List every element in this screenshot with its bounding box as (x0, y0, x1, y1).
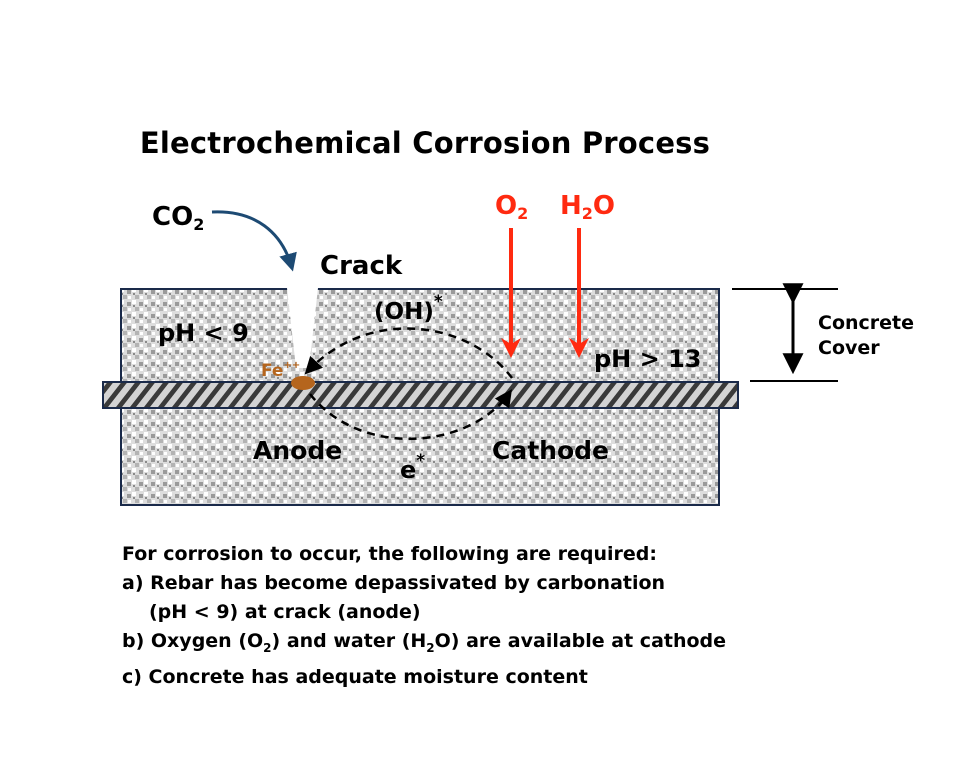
ph-low-label: pH < 9 (158, 319, 249, 347)
iron-ion-label: Fe++ (261, 360, 300, 381)
requirement-c: c) Concrete has adequate moisture conten… (122, 665, 588, 688)
crack (287, 288, 318, 368)
h2o-label: H2O (560, 191, 615, 223)
requirement-b: b) Oxygen (O2) and water (H2O) are avail… (122, 630, 727, 655)
anode-label: Anode (253, 436, 342, 465)
co2-label: CO2 (152, 202, 204, 234)
requirements-list: For corrosion to occur, the following ar… (122, 540, 822, 692)
requirement-a-continuation: (pH < 9) at crack (anode) (149, 601, 421, 623)
electron-path-arrow (309, 389, 512, 441)
hydroxide-path-arrow (304, 327, 513, 379)
rebar (102, 381, 739, 409)
co2-arrow (211, 210, 297, 272)
o2-label: O2 (495, 191, 528, 223)
electron-label: e* (400, 451, 425, 484)
hydroxide-label: (OH)* (374, 292, 443, 325)
requirements-heading: For corrosion to occur, the following ar… (122, 543, 657, 565)
requirement-a: a) Rebar has become depassivated by carb… (122, 572, 666, 594)
diagram-title: Electrochemical Corrosion Process (139, 126, 711, 160)
crack-label: Crack (320, 251, 403, 281)
cathode-label: Cathode (492, 436, 609, 465)
ph-high-label: pH > 13 (594, 345, 701, 373)
concrete-cover-label: Concrete Cover (818, 312, 921, 359)
rust-deposit (291, 376, 315, 390)
